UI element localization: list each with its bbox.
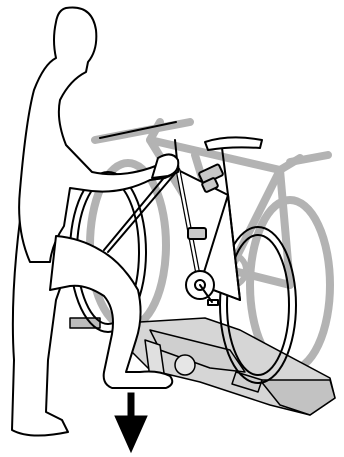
rear-bike-handlebar: [95, 122, 190, 140]
arrow-down-icon: [115, 393, 147, 452]
front-bike-saddle: [205, 137, 262, 150]
